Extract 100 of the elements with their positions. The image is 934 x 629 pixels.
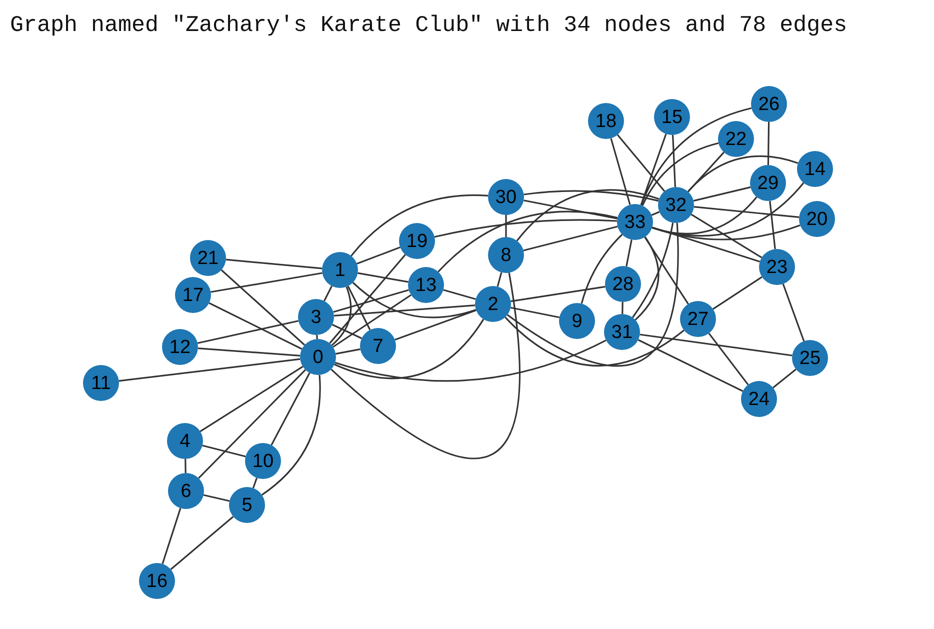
edge-line <box>352 282 476 318</box>
edge-line <box>694 206 800 218</box>
edge-line <box>524 190 659 202</box>
edge-line <box>638 339 744 392</box>
edge-line <box>197 320 299 344</box>
edge-line <box>769 200 776 250</box>
edge-line <box>198 369 306 479</box>
edge-line <box>672 134 676 188</box>
edge-line <box>252 478 258 488</box>
edge-line <box>332 294 412 348</box>
edge-line <box>162 508 182 564</box>
edge-line <box>708 332 749 386</box>
node-label: 14 <box>804 160 826 178</box>
edge-line <box>504 316 684 366</box>
edge-line <box>510 286 606 302</box>
node-label: 8 <box>500 246 512 264</box>
node-label: 30 <box>495 188 517 206</box>
node-label: 12 <box>169 338 191 356</box>
edge-line <box>616 134 666 192</box>
node-label: 28 <box>612 274 634 294</box>
edge-line <box>626 240 632 266</box>
node-label: 23 <box>766 258 788 276</box>
edge-line <box>200 366 304 432</box>
edge-line <box>644 236 689 304</box>
edge-line <box>210 272 322 293</box>
node-label: 17 <box>182 286 204 304</box>
edge-line <box>334 340 606 382</box>
edge-line <box>688 152 724 192</box>
edge-line <box>330 272 520 460</box>
edge-line <box>226 258 322 270</box>
node-label: 31 <box>611 322 633 342</box>
edge-line <box>640 334 792 356</box>
edge-line <box>642 142 719 206</box>
edge-line <box>767 122 770 166</box>
edge-line <box>220 269 306 346</box>
edge-line <box>690 214 762 258</box>
edge-line <box>336 348 360 355</box>
node-label: 21 <box>197 248 219 268</box>
edge-line <box>332 324 362 340</box>
node-label: 7 <box>372 336 384 356</box>
edge-line <box>640 107 752 206</box>
graph-title: Graph named "Zachary's Karate Club" with 34 nodes and 78 edges <box>10 11 848 40</box>
edge-line <box>316 334 318 340</box>
edge-line <box>208 302 302 350</box>
edge-line <box>438 210 618 272</box>
edge-line <box>118 358 300 382</box>
node-label: 3 <box>310 308 322 326</box>
node-label: 33 <box>624 212 646 232</box>
edge-line <box>640 134 667 206</box>
edge-line <box>634 236 660 320</box>
edge-line <box>331 286 352 346</box>
edge-line <box>516 189 660 242</box>
node-label: 11 <box>91 374 111 392</box>
edge-line <box>329 254 406 344</box>
edge-line <box>610 138 631 205</box>
node-label: 20 <box>806 210 828 228</box>
node-label: 15 <box>661 108 683 126</box>
edge-line <box>524 200 618 220</box>
edge-line <box>358 272 408 283</box>
node-label: 26 <box>758 94 780 114</box>
edge-line <box>505 215 507 237</box>
edge-line <box>198 348 300 356</box>
edge-line <box>394 309 476 341</box>
edge-line <box>632 222 674 318</box>
edge-line <box>270 372 310 446</box>
edge-line <box>334 318 484 380</box>
node-label: 18 <box>595 112 617 130</box>
edge-line <box>434 219 618 238</box>
node-label: 29 <box>757 174 779 192</box>
node-label: 9 <box>572 312 582 330</box>
edge-line <box>622 302 624 314</box>
edge-line <box>333 289 409 313</box>
edge-line <box>350 194 488 256</box>
edge-line <box>203 494 230 502</box>
node-label: 10 <box>252 452 274 470</box>
edge-line <box>580 234 623 304</box>
edge-line <box>202 444 246 458</box>
edge-line <box>652 226 760 262</box>
node-label: 1 <box>334 260 346 280</box>
node-label: 32 <box>665 196 687 214</box>
edge-line <box>443 289 476 300</box>
edge-line <box>506 222 679 366</box>
edge-line <box>693 186 751 202</box>
node-label: 5 <box>242 496 252 514</box>
edge-line <box>496 272 502 287</box>
node-label: 25 <box>799 348 821 368</box>
edge-line <box>510 306 560 318</box>
node-label: 2 <box>488 294 498 314</box>
node-label: 22 <box>725 130 747 148</box>
edge-line <box>523 226 618 252</box>
edge-line <box>356 246 400 264</box>
edge-line <box>261 374 321 496</box>
edge-line <box>772 368 796 388</box>
edge-line <box>170 516 234 570</box>
edge-line <box>782 284 805 342</box>
node-label: 16 <box>146 572 168 590</box>
edge-line <box>712 276 762 310</box>
node-label: 0 <box>312 348 324 366</box>
node-label: 4 <box>180 432 190 450</box>
edge-line <box>687 155 798 192</box>
